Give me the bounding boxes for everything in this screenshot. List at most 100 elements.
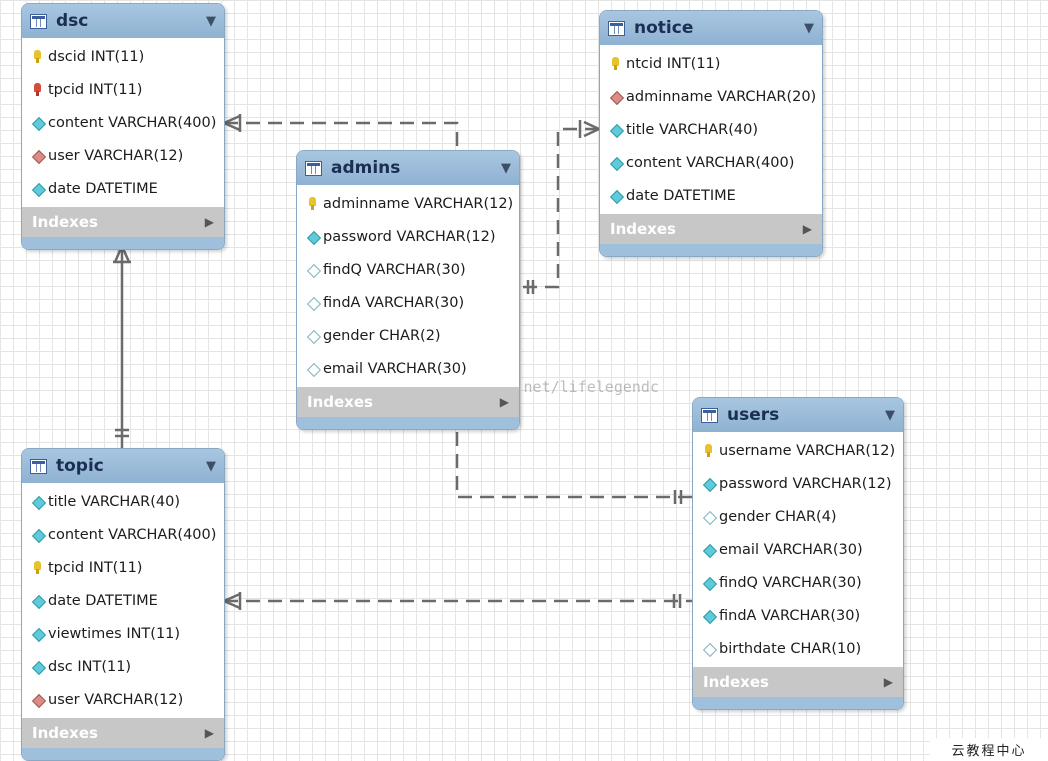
relationship-admins-users[interactable] [455,432,692,499]
expand-arrow-icon[interactable]: ▶ [883,675,893,689]
column-row[interactable]: username VARCHAR(12) [693,434,903,467]
indexes-label: Indexes [703,673,769,691]
column-row[interactable]: date DATETIME [22,172,224,205]
table-header[interactable]: users ▼ [693,398,903,432]
column-label: birthdate CHAR(10) [719,640,862,657]
column-row[interactable]: ntcid INT(11) [600,47,822,80]
not-null-diamond-icon [31,182,45,196]
not-null-diamond-icon [31,116,45,130]
relationship-notice-admins[interactable] [520,127,599,289]
not-null-diamond-icon [702,477,716,491]
indexes-label: Indexes [32,213,98,231]
table-footer [22,748,224,760]
expand-arrow-icon[interactable]: ▶ [204,726,214,740]
table-topic[interactable]: topic ▼ title VARCHAR(40) content VARCHA… [21,448,225,761]
reference-diamond-icon [609,90,623,104]
not-null-diamond-icon [702,543,716,557]
primary-key-icon [31,49,45,64]
column-row[interactable]: gender CHAR(4) [693,500,903,533]
table-name: dsc [56,11,89,31]
column-row[interactable]: email VARCHAR(30) [693,533,903,566]
nullable-diamond-icon [306,296,320,310]
table-header[interactable]: admins ▼ [297,151,519,185]
column-row[interactable]: findQ VARCHAR(30) [693,566,903,599]
column-row[interactable]: date DATETIME [22,584,224,617]
column-row[interactable]: findA VARCHAR(30) [693,599,903,632]
column-row[interactable]: adminname VARCHAR(20) [600,80,822,113]
table-header[interactable]: notice ▼ [600,11,822,45]
not-null-diamond-icon [306,230,320,244]
column-row[interactable]: adminname VARCHAR(12) [297,187,519,220]
column-row[interactable]: title VARCHAR(40) [600,113,822,146]
column-label: username VARCHAR(12) [719,442,896,459]
column-row[interactable]: viewtimes INT(11) [22,617,224,650]
expand-arrow-icon[interactable]: ▶ [204,215,214,229]
collapse-triangle-icon[interactable]: ▼ [804,20,814,36]
column-row[interactable]: password VARCHAR(12) [693,467,903,500]
site-label: 云教程中心 [930,738,1048,761]
not-null-diamond-icon [702,576,716,590]
not-null-diamond-icon [31,627,45,641]
expand-arrow-icon[interactable]: ▶ [802,222,812,236]
column-row[interactable]: date DATETIME [600,179,822,212]
table-users[interactable]: users ▼ username VARCHAR(12) password VA… [692,397,904,710]
column-label: user VARCHAR(12) [48,691,184,708]
collapse-triangle-icon[interactable]: ▼ [206,13,216,29]
column-label: email VARCHAR(30) [323,360,467,377]
column-row[interactable]: tpcid INT(11) [22,551,224,584]
column-row[interactable]: user VARCHAR(12) [22,683,224,716]
column-row[interactable]: dscid INT(11) [22,40,224,73]
indexes-section[interactable]: Indexes ▶ [297,387,519,417]
indexes-section[interactable]: Indexes ▶ [600,214,822,244]
indexes-section[interactable]: Indexes ▶ [22,718,224,748]
primary-key-icon [31,560,45,575]
not-null-diamond-icon [31,495,45,509]
column-label: content VARCHAR(400) [626,154,795,171]
column-row[interactable]: content VARCHAR(400) [22,518,224,551]
table-name: users [727,405,780,425]
column-row[interactable]: findQ VARCHAR(30) [297,253,519,286]
column-list: ntcid INT(11) adminname VARCHAR(20) titl… [600,45,822,214]
column-row[interactable]: content VARCHAR(400) [22,106,224,139]
collapse-triangle-icon[interactable]: ▼ [885,407,895,423]
table-icon [701,407,718,423]
indexes-section[interactable]: Indexes ▶ [22,207,224,237]
expand-arrow-icon[interactable]: ▶ [499,395,509,409]
table-header[interactable]: dsc ▼ [22,4,224,38]
indexes-label: Indexes [32,724,98,742]
table-header[interactable]: topic ▼ [22,449,224,483]
column-row[interactable]: tpcid INT(11) [22,73,224,106]
column-row[interactable]: user VARCHAR(12) [22,139,224,172]
indexes-section[interactable]: Indexes ▶ [693,667,903,697]
relationship-dsc-admins[interactable] [224,121,459,148]
column-label: dsc INT(11) [48,658,132,675]
collapse-triangle-icon[interactable]: ▼ [501,160,511,176]
table-dsc[interactable]: dsc ▼ dscid INT(11) tpcid INT(11) conten… [21,3,225,250]
column-label: password VARCHAR(12) [719,475,892,492]
column-row[interactable]: gender CHAR(2) [297,319,519,352]
column-row[interactable]: birthdate CHAR(10) [693,632,903,665]
column-row[interactable]: password VARCHAR(12) [297,220,519,253]
column-label: findA VARCHAR(30) [323,294,465,311]
column-row[interactable]: findA VARCHAR(30) [297,286,519,319]
column-label: findA VARCHAR(30) [719,607,861,624]
column-row[interactable]: email VARCHAR(30) [297,352,519,385]
collapse-triangle-icon[interactable]: ▼ [206,458,216,474]
column-label: title VARCHAR(40) [626,121,759,138]
column-list: username VARCHAR(12) password VARCHAR(12… [693,432,903,667]
column-label: gender CHAR(4) [719,508,837,525]
table-icon [608,20,625,36]
reference-diamond-icon [31,149,45,163]
column-label: date DATETIME [626,187,736,204]
column-row[interactable]: content VARCHAR(400) [600,146,822,179]
table-admins[interactable]: admins ▼ adminname VARCHAR(12) password … [296,150,520,430]
primary-key-icon [702,443,716,458]
column-list: dscid INT(11) tpcid INT(11) content VARC… [22,38,224,207]
table-footer [693,697,903,709]
table-notice[interactable]: notice ▼ ntcid INT(11) adminname VARCHAR… [599,10,823,257]
nullable-diamond-icon [306,362,320,376]
column-row[interactable]: dsc INT(11) [22,650,224,683]
column-row[interactable]: title VARCHAR(40) [22,485,224,518]
one-marker [673,490,683,504]
